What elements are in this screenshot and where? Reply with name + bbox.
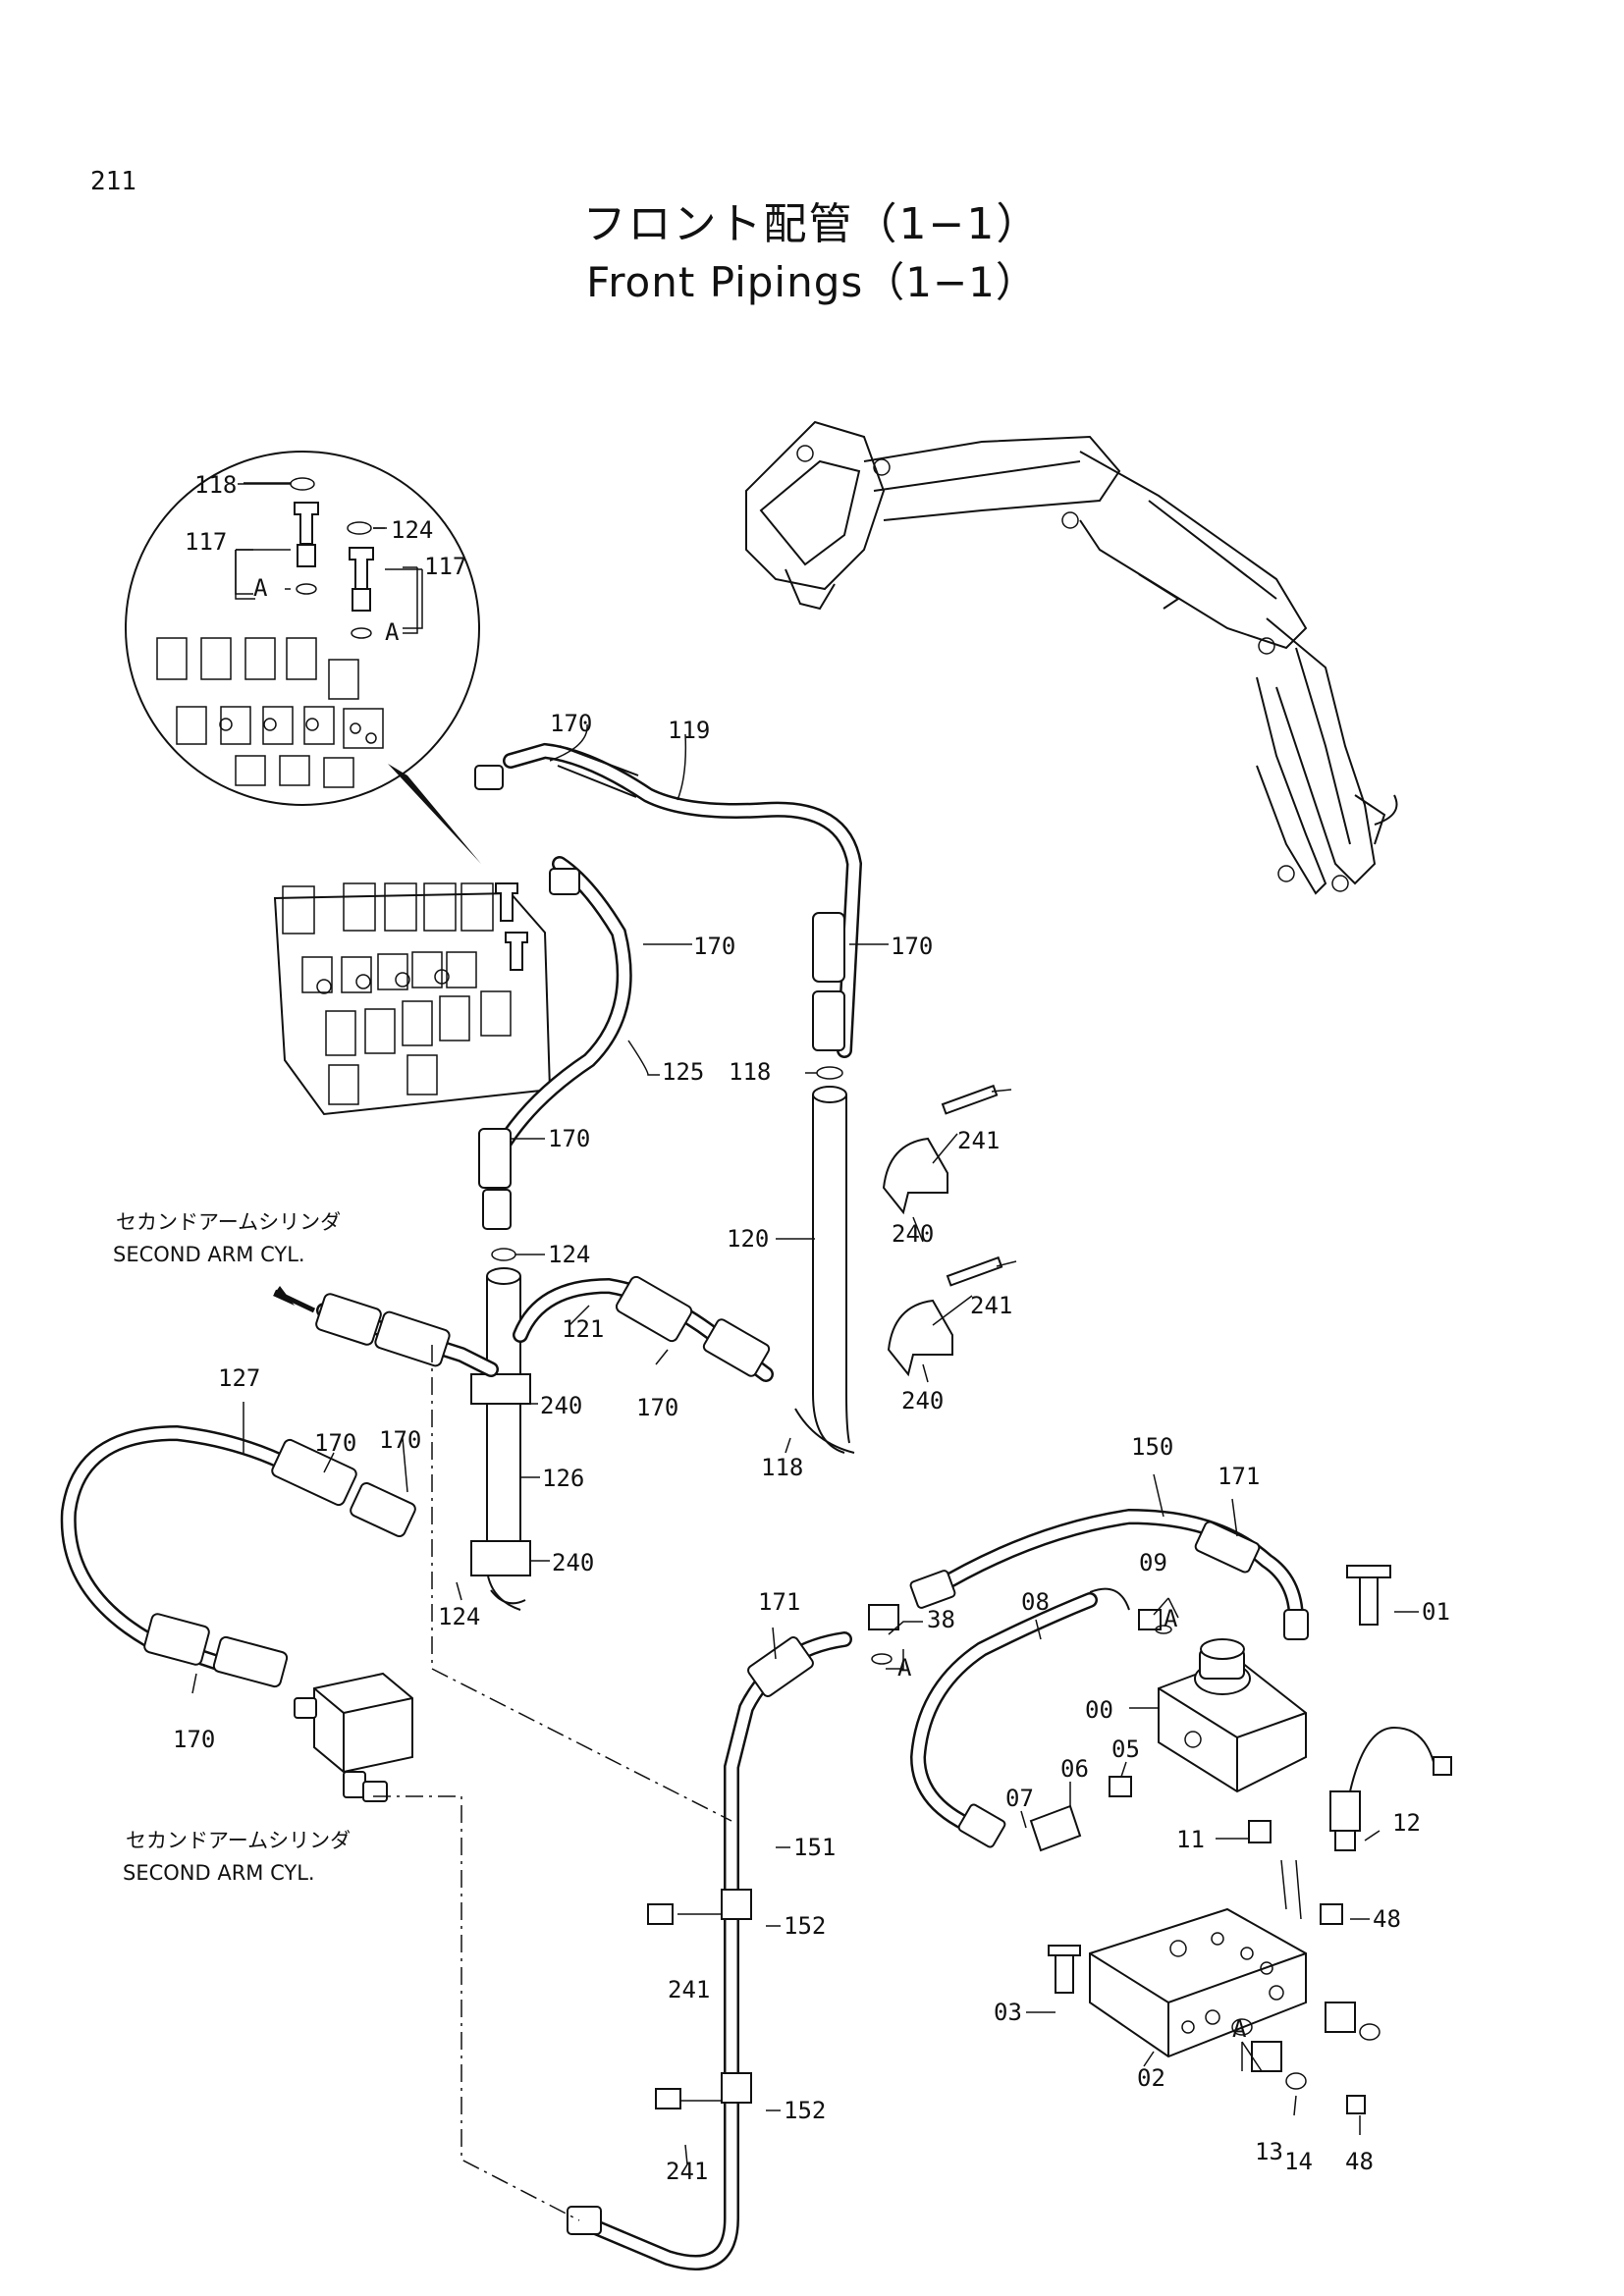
callout-170: 170 xyxy=(379,1426,421,1454)
excavator-front-illustration xyxy=(745,420,1398,895)
callout-124: 124 xyxy=(548,1241,590,1268)
callout-labels: 118 117 A 124 117 A 170 119 170 170 125 … xyxy=(173,471,1450,2185)
callout-48: 48 xyxy=(1345,2148,1374,2175)
callout-170: 170 xyxy=(891,933,933,960)
callout-118: 118 xyxy=(761,1454,803,1481)
callout-48: 48 xyxy=(1373,1905,1401,1933)
callout-A: A xyxy=(897,1654,912,1682)
callout-240: 240 xyxy=(540,1392,582,1419)
hose-170-second-arm xyxy=(273,1286,499,1377)
callout-170: 170 xyxy=(550,710,592,737)
callout-38: 38 xyxy=(927,1606,955,1633)
callout-02: 02 xyxy=(1137,2064,1165,2092)
title-english: Front Pipings（1−1） xyxy=(586,258,1038,306)
callout-08: 08 xyxy=(1021,1588,1050,1616)
hose-121 xyxy=(513,1275,774,1382)
hose-125 xyxy=(478,856,632,1230)
callout-170: 170 xyxy=(548,1125,590,1152)
callout-14: 14 xyxy=(1284,2148,1313,2175)
callout-A: A xyxy=(253,574,268,602)
callout-125: 125 xyxy=(662,1058,704,1086)
callout-241: 241 xyxy=(970,1292,1012,1319)
leader-lines xyxy=(191,482,1419,2165)
hose-150 xyxy=(868,1508,1309,1665)
callout-120: 120 xyxy=(727,1225,769,1253)
control-valve xyxy=(273,882,552,1116)
pressure-sensor-12 xyxy=(1248,1726,1452,1851)
callout-A: A xyxy=(1232,2015,1247,2043)
callout-150: 150 xyxy=(1131,1433,1173,1461)
note-second-arm-en: SECOND ARM CYL. xyxy=(113,1243,305,1266)
callout-127: 127 xyxy=(218,1364,260,1392)
detail-circle xyxy=(125,451,481,864)
pipe-126 xyxy=(470,1248,531,1611)
callout-07: 07 xyxy=(1005,1785,1034,1812)
callout-241: 241 xyxy=(666,2158,708,2185)
callout-09: 09 xyxy=(1139,1549,1167,1576)
second-arm-cylinder-notes: セカンドアームシリンダ SECOND ARM CYL. セカンドアームシリンダ … xyxy=(113,1210,351,1885)
callout-11: 11 xyxy=(1176,1826,1205,1853)
hose-151 xyxy=(373,1345,852,2270)
hose-127 xyxy=(60,1424,416,1688)
callout-13: 13 xyxy=(1255,2138,1283,2165)
callout-241: 241 xyxy=(668,1976,710,2003)
callout-A: A xyxy=(385,618,400,646)
manifold-block-02 xyxy=(1048,1859,1380,2114)
callout-124: 124 xyxy=(391,516,433,544)
callout-124: 124 xyxy=(438,1603,480,1630)
title-japanese: フロント配管（1−1） xyxy=(582,199,1042,249)
callout-A: A xyxy=(1164,1605,1178,1632)
callout-03: 03 xyxy=(994,1999,1022,2026)
callout-06: 06 xyxy=(1060,1755,1089,1783)
clamps-right xyxy=(882,1084,1017,1377)
callout-241: 241 xyxy=(957,1127,1000,1154)
callout-05: 05 xyxy=(1111,1735,1140,1763)
callout-151: 151 xyxy=(793,1834,836,1861)
callout-170: 170 xyxy=(693,933,735,960)
callout-170: 170 xyxy=(314,1429,356,1457)
callout-117: 117 xyxy=(424,553,466,580)
callout-121: 121 xyxy=(562,1315,604,1343)
callout-152: 152 xyxy=(784,1912,826,1940)
callout-118: 118 xyxy=(194,471,237,499)
second-arm-cylinder-block xyxy=(294,1672,413,1802)
callout-117: 117 xyxy=(185,528,227,556)
callout-171: 171 xyxy=(1218,1463,1260,1490)
note-second-arm-en: SECOND ARM CYL. xyxy=(123,1861,315,1885)
callout-12: 12 xyxy=(1392,1809,1421,1837)
callout-240: 240 xyxy=(901,1387,944,1415)
callout-170: 170 xyxy=(636,1394,678,1421)
callout-170: 170 xyxy=(173,1726,215,1753)
note-second-arm-jp: セカンドアームシリンダ xyxy=(116,1210,341,1234)
callout-119: 119 xyxy=(668,717,710,744)
callout-00: 00 xyxy=(1085,1696,1113,1724)
callout-240: 240 xyxy=(892,1220,934,1248)
callout-240: 240 xyxy=(552,1549,594,1576)
callout-171: 171 xyxy=(758,1588,800,1616)
pipe-120 xyxy=(794,1066,855,1454)
callout-126: 126 xyxy=(542,1465,584,1492)
pilot-valve-unit xyxy=(1029,1565,1391,1852)
note-second-arm-jp: セカンドアームシリンダ xyxy=(126,1829,351,1852)
callout-01: 01 xyxy=(1422,1598,1450,1626)
callout-152: 152 xyxy=(784,2097,826,2124)
callout-118: 118 xyxy=(729,1058,771,1086)
hose-119 xyxy=(474,742,863,1058)
page-number: 211 xyxy=(90,167,136,196)
